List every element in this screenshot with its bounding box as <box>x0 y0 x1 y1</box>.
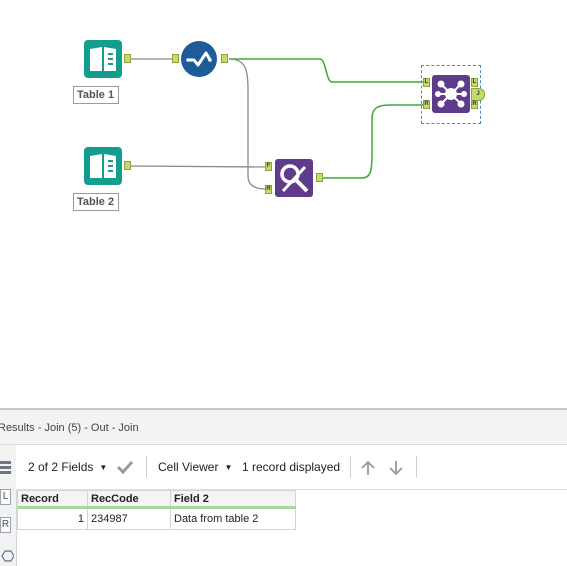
output-anchor[interactable] <box>221 54 228 63</box>
cell-viewer-label: Cell Viewer <box>158 460 219 474</box>
column-header-record[interactable]: Record <box>17 490 88 509</box>
workflow-canvas[interactable]: Table 1 Table 2 F R <box>0 0 567 408</box>
input-tool-table1[interactable] <box>84 40 132 80</box>
tool-label-table1: Table 1 <box>73 86 119 104</box>
cell-record[interactable]: 1 <box>17 507 88 530</box>
join-out-join-anchor[interactable]: J <box>471 88 485 101</box>
column-header-reccode[interactable]: RecCode <box>87 490 171 509</box>
chevron-down-icon: ▼ <box>99 463 108 472</box>
connection-wires <box>130 58 423 190</box>
checkmark-line-icon <box>181 41 217 77</box>
checkmark-icon[interactable] <box>116 460 134 474</box>
join-out-left-anchor[interactable]: L <box>471 78 478 87</box>
toolbar-divider <box>146 456 147 478</box>
cell-field2[interactable]: Data from table 2 <box>170 507 296 530</box>
wire-select-to-join-left <box>229 58 423 83</box>
toolbar-divider <box>350 456 351 478</box>
results-side-strip: L R <box>0 445 17 566</box>
wire-filter-to-join-right <box>322 104 423 179</box>
book-icon <box>84 40 122 78</box>
fields-dropdown[interactable]: 2 of 2 Fields ▼ <box>28 460 107 474</box>
join-left-input-anchor[interactable]: L <box>423 78 430 87</box>
list-icon <box>0 461 11 474</box>
arrow-down-icon[interactable] <box>388 460 404 476</box>
fields-label: 2 of 2 Fields <box>28 460 94 474</box>
chevron-down-icon: ▼ <box>224 463 233 472</box>
filter-tool[interactable]: F R <box>265 159 327 197</box>
output-anchor[interactable] <box>316 173 323 182</box>
join-tool[interactable]: L R L J R <box>422 75 488 115</box>
column-header-field2[interactable]: Field 2 <box>170 490 296 509</box>
hexagon-icon <box>1 550 14 562</box>
join-right-input-anchor[interactable]: R <box>423 100 430 109</box>
results-grid-area: Record RecCode Field 2 1 234987 Data fro… <box>17 490 567 566</box>
header-row: Record RecCode Field 2 <box>17 490 296 509</box>
table-row[interactable]: 1 234987 Data from table 2 <box>17 507 296 530</box>
book-icon <box>84 147 122 185</box>
join-out-right-anchor[interactable]: R <box>471 100 478 109</box>
results-pane: Results - Join (5) - Out - Join L R 2 of… <box>0 408 567 566</box>
output-anchor[interactable] <box>124 54 131 63</box>
list-view-icon[interactable] <box>0 459 11 475</box>
tool-label-table2: Table 2 <box>73 193 119 211</box>
filter-right-anchor[interactable]: R <box>265 185 272 194</box>
input-tool-table2[interactable] <box>84 147 132 187</box>
output-anchor[interactable] <box>124 161 131 170</box>
wire-table2-to-filter-true <box>130 165 267 168</box>
records-count: 1 record displayed <box>242 460 341 474</box>
results-grid: Record RecCode Field 2 1 234987 Data fro… <box>17 490 296 530</box>
cell-viewer-dropdown[interactable]: Cell Viewer ▼ <box>158 460 232 474</box>
results-title-bar: Results - Join (5) - Out - Join <box>0 410 567 445</box>
filter-true-anchor[interactable]: F <box>265 162 272 171</box>
join-network-icon <box>432 75 470 113</box>
cell-reccode[interactable]: 234987 <box>87 507 171 530</box>
arrow-up-icon[interactable] <box>360 460 376 476</box>
results-toolbar: 2 of 2 Fields ▼ Cell Viewer ▼ 1 record dis… <box>16 445 567 490</box>
magnifier-x-icon <box>275 159 313 197</box>
wire-select-to-filter-right <box>228 58 267 190</box>
toolbar-divider <box>416 456 417 478</box>
side-button-right[interactable]: R <box>0 517 11 533</box>
results-title: Results - Join (5) - Out - Join <box>0 422 139 434</box>
input-anchor[interactable] <box>172 54 179 63</box>
select-tool[interactable] <box>172 40 234 78</box>
side-button-left[interactable]: L <box>0 489 11 505</box>
